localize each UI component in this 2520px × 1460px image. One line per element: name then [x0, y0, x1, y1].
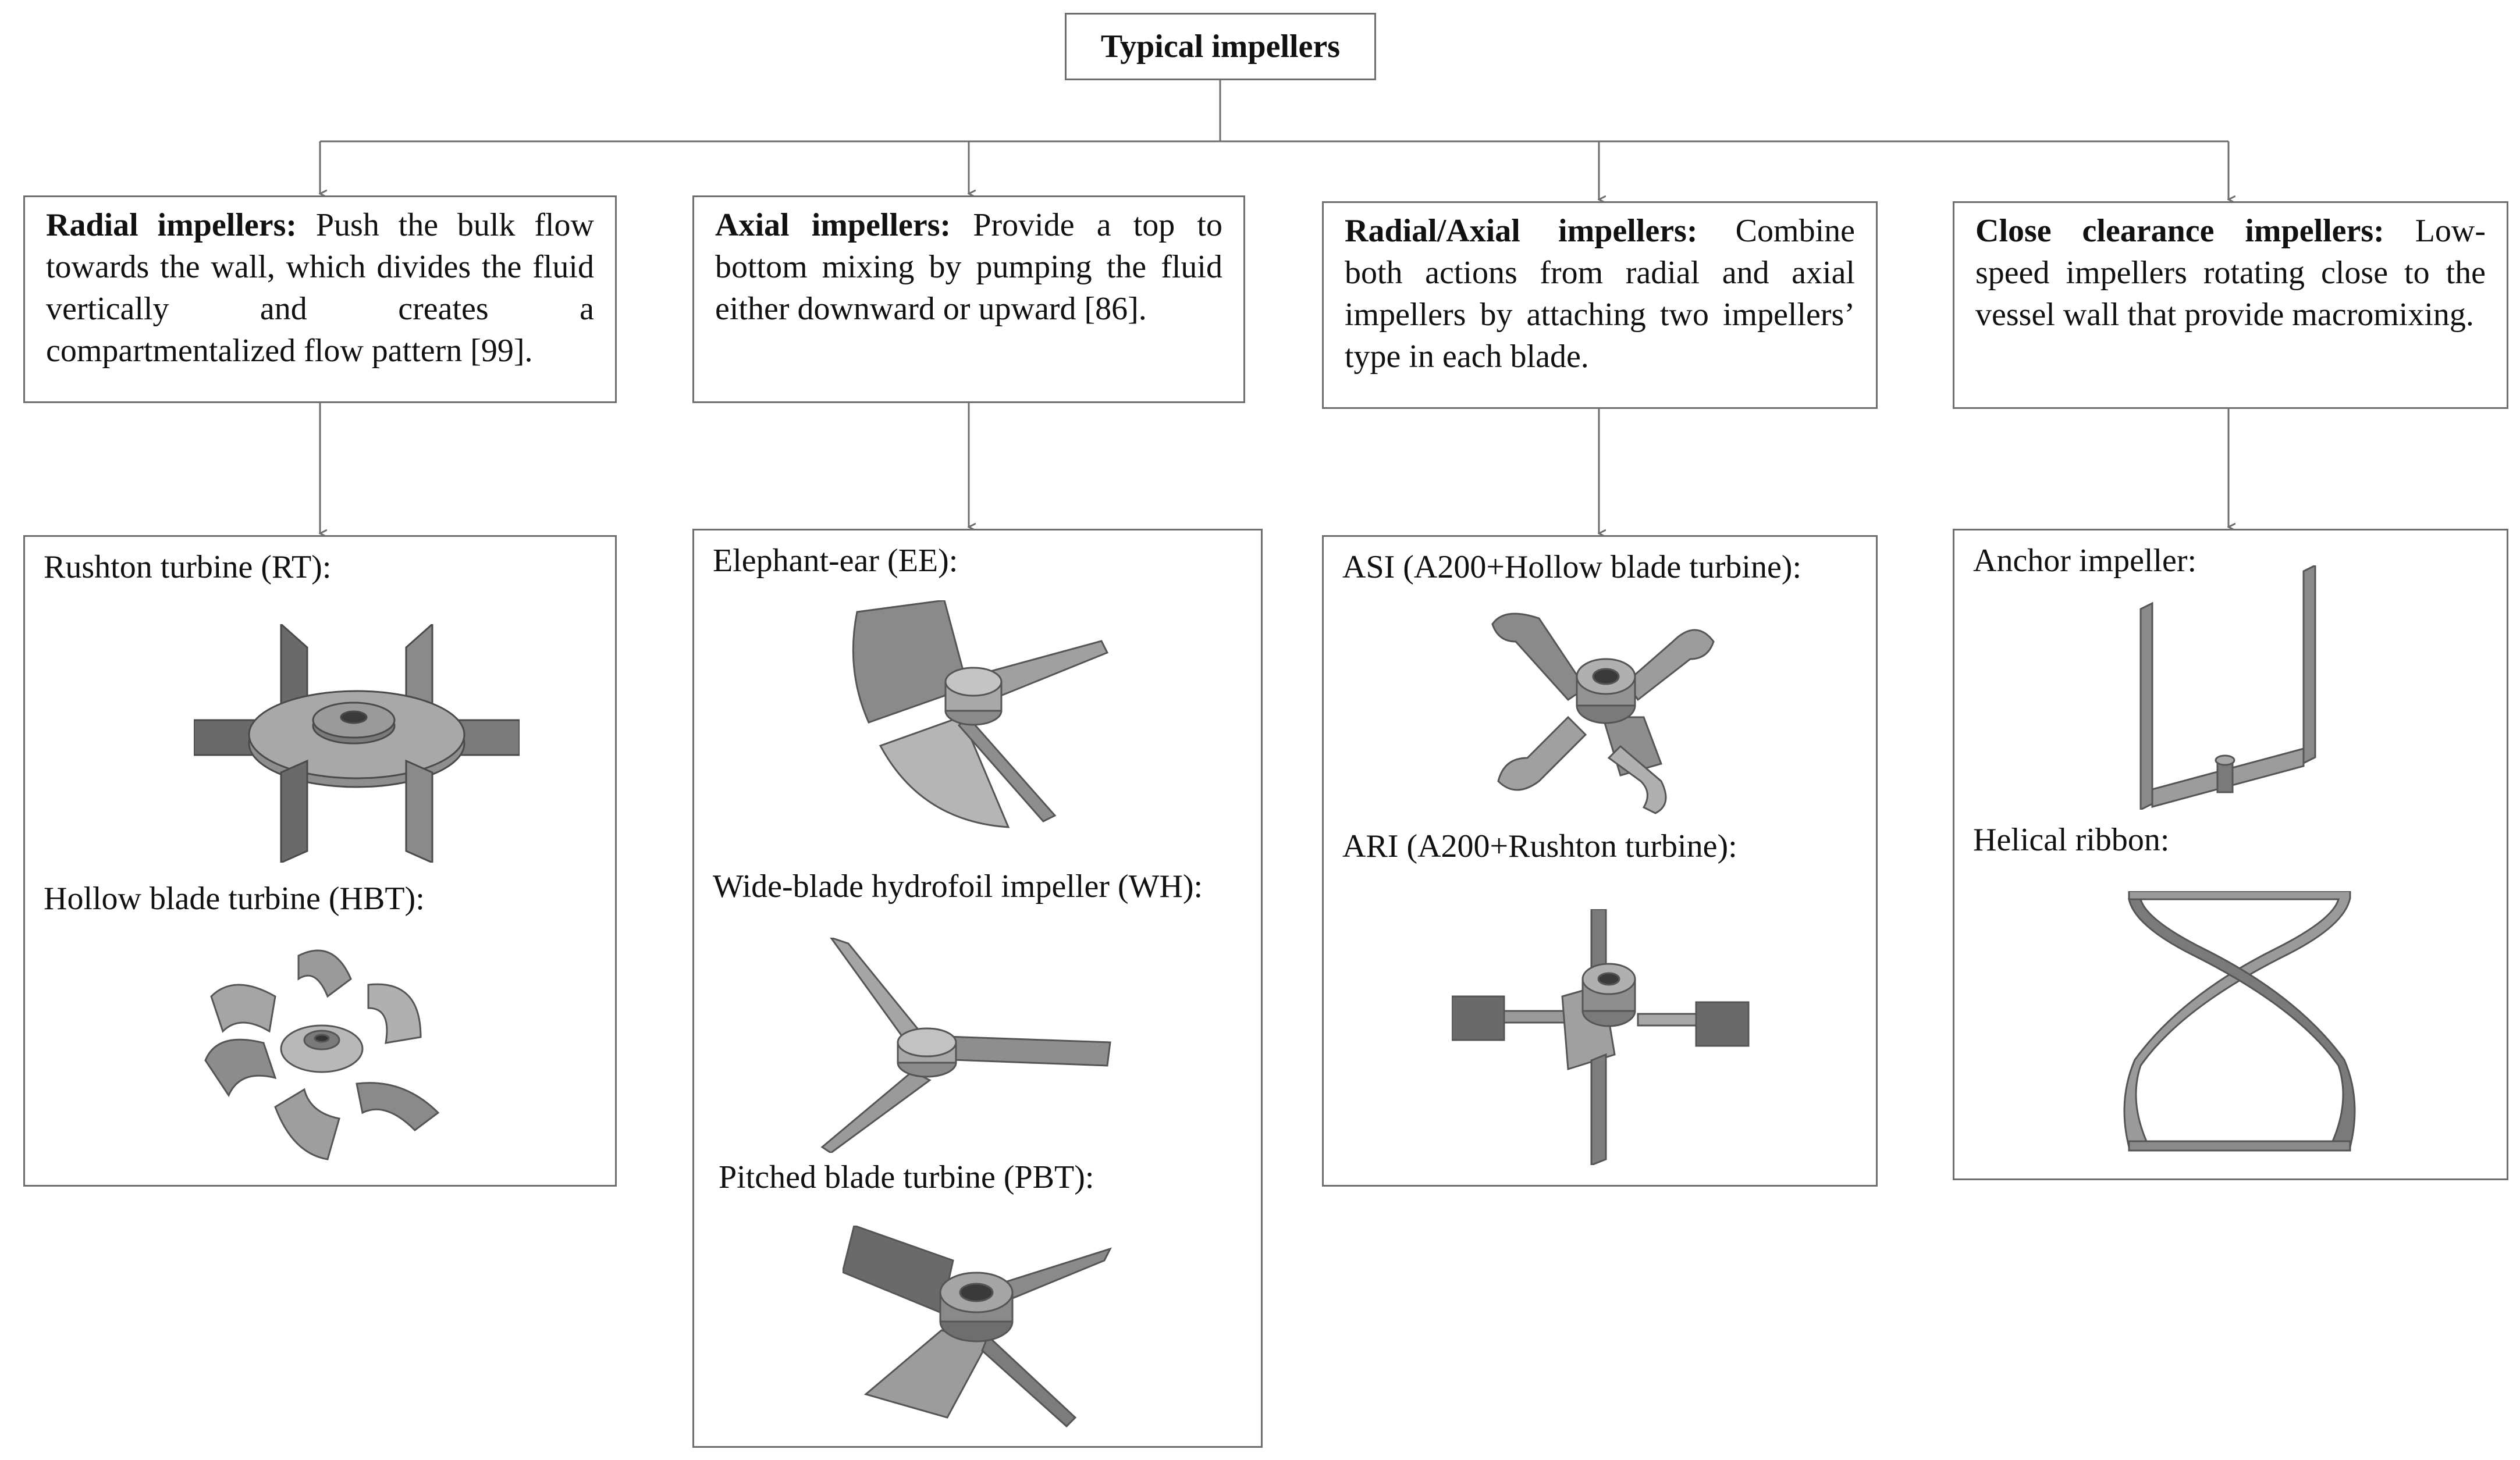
- rushton-turbine-image: [194, 624, 520, 863]
- radial-axial-description-box: Radial/Axial impellers: Combine both act…: [1322, 201, 1878, 409]
- radial-examples-box: Rushton turbine (RT): Hollow blade turbi…: [23, 535, 617, 1187]
- hollow-blade-turbine-image: [204, 949, 440, 1160]
- root-title: Typical impellers: [1100, 29, 1341, 65]
- close-clearance-text: Low-speed impellers rotating close to th…: [1975, 213, 2486, 333]
- hollow-blade-turbine-label: Hollow blade turbine (HBT):: [44, 881, 425, 917]
- ari-label: ARI (A200+Rushton turbine):: [1342, 828, 1737, 864]
- radial-axial-text: Combine both actions from radial and axi…: [1345, 213, 1855, 375]
- anchor-impeller-image: [2139, 565, 2316, 810]
- axial-heading: Axial impellers:: [715, 207, 951, 243]
- wide-blade-hydrofoil-image: [820, 938, 1111, 1153]
- radial-description-box: Radial impellers: Push the bulk flow tow…: [23, 195, 617, 403]
- elephant-ear-image: [852, 600, 1109, 828]
- pitched-blade-turbine-image: [843, 1226, 1112, 1428]
- helical-ribbon-label: Helical ribbon:: [1973, 822, 2170, 858]
- radial-axial-heading: Radial/Axial impellers:: [1345, 213, 1698, 249]
- rushton-turbine-label: Rushton turbine (RT):: [44, 549, 332, 585]
- pitched-blade-turbine-label: Pitched blade turbine (PBT):: [719, 1159, 1094, 1195]
- axial-examples-box: Elephant-ear (EE): Wide-blade hydrofoil …: [692, 529, 1263, 1448]
- axial-description-box: Axial impellers: Provide a top to bottom…: [692, 195, 1245, 403]
- root-node: Typical impellers: [1065, 13, 1376, 80]
- radial-text: Push the bulk flow towards the wall, whi…: [46, 207, 594, 369]
- helical-ribbon-image: [2123, 891, 2356, 1152]
- asi-image: [1491, 613, 1715, 814]
- radial-axial-examples-box: ASI (A200+Hollow blade turbine): ARI (A2…: [1322, 535, 1878, 1187]
- anchor-impeller-label: Anchor impeller:: [1973, 543, 2197, 579]
- asi-label: ASI (A200+Hollow blade turbine):: [1342, 549, 1802, 585]
- close-clearance-description-box: Close clearance impellers: Low-speed imp…: [1953, 201, 2508, 409]
- wide-blade-hydrofoil-label: Wide-blade hydrofoil impeller (WH):: [713, 868, 1203, 905]
- ari-image: [1452, 909, 1750, 1165]
- radial-heading: Radial impellers:: [46, 207, 297, 243]
- close-clearance-examples-box: Anchor impeller: Helical ribbon:: [1953, 529, 2508, 1180]
- close-clearance-heading: Close clearance impellers:: [1975, 213, 2384, 249]
- axial-text: Provide a top to bottom mixing by pumpin…: [715, 207, 1222, 327]
- elephant-ear-label: Elephant-ear (EE):: [713, 543, 958, 579]
